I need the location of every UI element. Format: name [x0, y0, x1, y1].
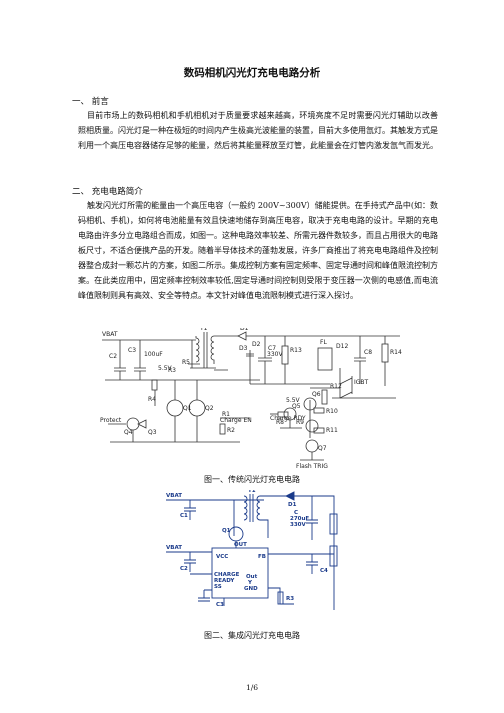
fig1-label-q2: Q2: [205, 405, 214, 412]
section2-heading: 二、 充电电路简介: [72, 187, 143, 197]
fig2-label-vbat2: VBAT: [166, 545, 182, 551]
fig1-label-r2: R2: [227, 427, 235, 434]
fig2-label-y: Y: [247, 580, 253, 586]
fig1-label-d2: D2: [252, 341, 261, 348]
fig2-label-c2: C2: [180, 566, 188, 572]
fig2-label-vcc: VCC: [216, 554, 228, 560]
fig1-label-d1: D1: [240, 328, 249, 332]
fig1-label-igbt: IGBT: [354, 379, 369, 386]
fig1-label-q6: Q6: [312, 391, 321, 398]
fig1-label-330v: 330V: [267, 351, 283, 358]
fig2-label-t1: T1: [248, 490, 256, 494]
fig1-label-d3: D3: [239, 345, 248, 352]
fig1-label-charge-rdy: Charge RDY: [270, 415, 306, 422]
fig1-label-c8: C8: [364, 349, 372, 356]
fig1-label-q1: Q1: [183, 405, 192, 412]
fig1-label-c3: C3: [128, 347, 136, 354]
fig1-label-c7: C7: [268, 345, 276, 352]
fig2-label-vbat: VBAT: [166, 493, 182, 499]
fig1-label-r8: R8: [276, 419, 284, 426]
fig1-label-q3: Q3: [148, 429, 157, 436]
fig1-label-t1: T1: [199, 328, 208, 332]
fig2-label-charge: CHARGE: [214, 572, 240, 578]
section2-body: 触发闪光灯所需的能量由一个高压电容（一般约 200V~300V）储能提供。在手持…: [78, 201, 438, 300]
fig1-label-flash-trig: Flash TRIG: [296, 463, 328, 470]
fig1-label-c2: C2: [109, 353, 117, 360]
fig1-label-r5: R5: [182, 359, 190, 366]
figure2-caption: 图二、集成闪光灯充电电路: [204, 631, 300, 640]
page-number: 1/6: [245, 683, 259, 692]
fig1-label-55v: 5.5V: [286, 397, 301, 404]
fig1-label-5v: 5.5V: [158, 365, 173, 372]
figure2-schematic: VBAT C1 T1 D1 C 270uF 330V Q1 OUT VBAT V…: [166, 490, 338, 610]
fig2-label-gnd: GND: [244, 586, 258, 592]
fig2-label-270uf: 270uF: [290, 516, 309, 522]
fig2-label-c: C: [294, 510, 298, 516]
fig1-label-r1: R1: [222, 411, 230, 418]
fig2-label-out: OUT: [234, 542, 247, 548]
section1-body: 目前市场上的数码相机和手机相机对于质量要求越来越高，环境亮度不足时需要闪光灯辅助…: [78, 111, 438, 150]
fig1-label-q7: Q7: [318, 445, 327, 452]
fig2-label-330v: 330V: [290, 522, 306, 528]
fig1-label-q4: Q4: [124, 429, 133, 436]
fig1-label-vbat: VBAT: [102, 331, 118, 338]
doc-title: 数码相机闪光灯充电电路分析: [183, 67, 321, 79]
fig1-label-d12: D12: [336, 343, 348, 350]
fig1-label-protect: Protect: [100, 417, 122, 424]
fig1-label-r10: R10: [326, 408, 338, 415]
fig1-label-100uf: 100uF: [144, 351, 163, 358]
fig2-label-d1: D1: [288, 502, 297, 508]
fig2-label-c3: C3: [216, 602, 224, 608]
fig1-label-charge-en: Charge EN: [220, 417, 252, 424]
fig1-label-r13: R13: [290, 347, 302, 354]
fig2-label-fb: FB: [258, 554, 266, 560]
fig2-label-ready: READY: [214, 578, 235, 584]
fig2-label-q1: Q1: [222, 528, 231, 534]
figure1-schematic: VBAT C2 C3 100uF T1 D1 R5 R3 5.5V D3 D2 …: [100, 328, 402, 470]
fig2-label-c4: C4: [320, 568, 328, 574]
fig1-label-r11: R11: [326, 427, 338, 434]
fig2-label-ss: SS: [214, 584, 222, 590]
fig1-label-r3: R3: [168, 367, 176, 374]
fig1-label-fl: FL: [320, 339, 327, 346]
fig2-label-out2: Out: [246, 574, 258, 580]
fig2-label-r3: R3: [286, 596, 294, 602]
section1-heading: 一、 前言: [72, 97, 109, 107]
fig1-label-r14: R14: [390, 349, 402, 356]
fig1-label-q5: Q5: [292, 403, 301, 410]
figure1-caption: 图一、传统闪光灯充电电路: [204, 475, 300, 484]
fig1-label-r4: R4: [148, 396, 156, 403]
fig2-label-c1: C1: [180, 513, 188, 519]
fig1-label-r12: R12: [330, 383, 342, 390]
fig1-label-r9: R9: [296, 419, 304, 426]
